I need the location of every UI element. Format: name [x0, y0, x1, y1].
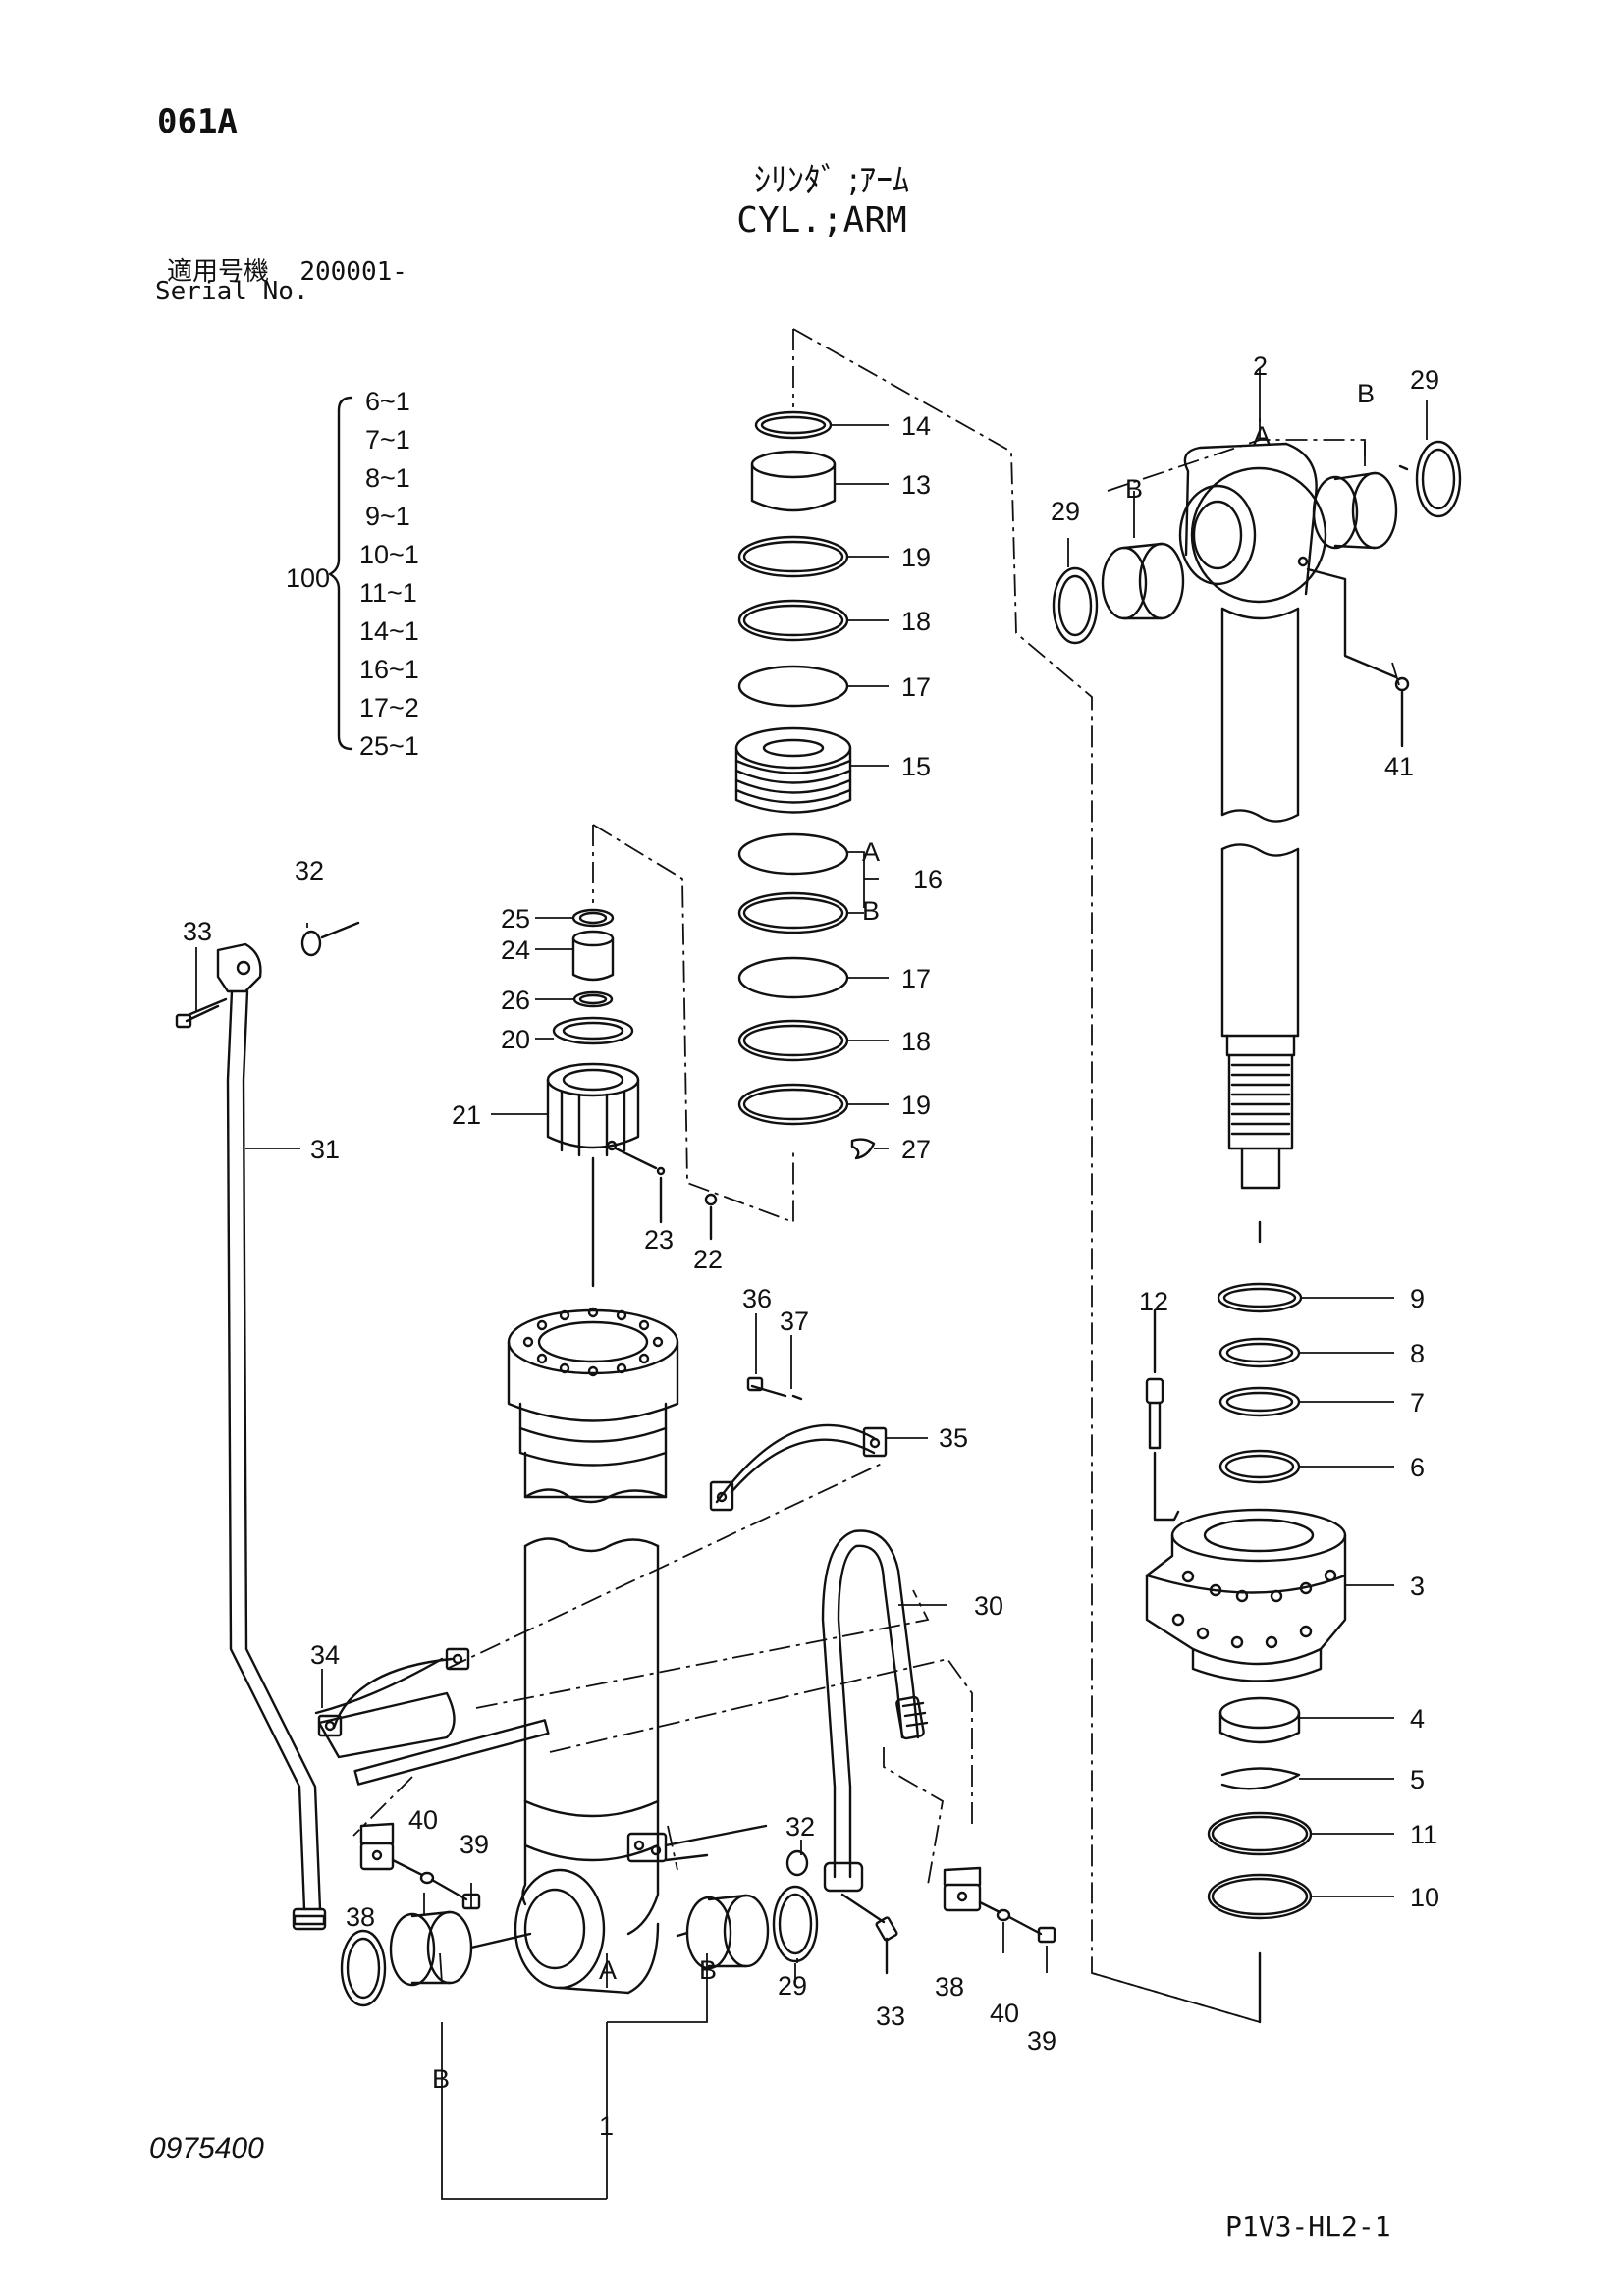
kit-item: 17~2 — [359, 693, 419, 722]
callout-11: 11 — [1410, 1820, 1437, 1849]
pipe-30 — [785, 1529, 929, 1975]
callout-40: 40 — [408, 1805, 438, 1835]
callout-33: 33 — [876, 2002, 905, 2031]
clamp-38-left — [359, 1822, 481, 1910]
callout-12: 12 — [1139, 1287, 1168, 1316]
callout-33: 33 — [183, 917, 212, 946]
callout-16-b: B — [862, 896, 880, 926]
callout-25: 25 — [501, 904, 530, 934]
lower-seals — [1207, 1696, 1313, 2024]
callout-36: 36 — [742, 1284, 772, 1313]
callout-18: 18 — [901, 1027, 931, 1056]
clamp-35 — [709, 1376, 888, 1512]
callout-40: 40 — [990, 1999, 1019, 2028]
bottom-bushings — [340, 1885, 819, 2007]
kit-brace — [328, 396, 353, 751]
callout-17: 17 — [901, 964, 931, 993]
callout-38: 38 — [346, 1902, 375, 1932]
callout-7: 7 — [1410, 1388, 1425, 1417]
kit-item: 25~1 — [359, 731, 419, 761]
callout-3: 3 — [1410, 1572, 1425, 1601]
callout-37: 37 — [780, 1307, 809, 1336]
callout-16-a: A — [862, 837, 880, 867]
callout-27: 27 — [901, 1135, 931, 1164]
rod-eye — [1178, 442, 1327, 817]
page-code: 061A — [157, 102, 238, 141]
callout-17: 17 — [901, 672, 931, 702]
callout-29: 29 — [1051, 497, 1080, 526]
callout-32: 32 — [785, 1812, 815, 1842]
callout-38: 38 — [935, 1972, 964, 2002]
callout-19: 19 — [901, 1091, 931, 1120]
callout-b: B — [432, 2064, 450, 2094]
callout-31: 31 — [310, 1135, 340, 1164]
callout-a: A — [1253, 421, 1271, 451]
callout-9: 9 — [1410, 1284, 1425, 1313]
kit-number: 100 — [286, 563, 330, 593]
sheet-code: P1V3-HL2-1 — [1225, 2211, 1391, 2243]
kit-item: 8~1 — [365, 463, 410, 493]
nut-assembly — [546, 908, 718, 1288]
callout-34: 34 — [310, 1640, 340, 1670]
serial-label-jp: 適用号機 — [167, 257, 270, 287]
callout-21: 21 — [452, 1100, 481, 1130]
gland-seals — [1217, 1220, 1303, 1484]
grease-fitting-41 — [1306, 567, 1410, 748]
callout-35: 35 — [939, 1423, 968, 1453]
piston-rod — [1220, 809, 1300, 1190]
doc-number: 0975400 — [149, 2132, 264, 2164]
kit-item: 6~1 — [365, 387, 410, 416]
callout-4: 4 — [1410, 1704, 1425, 1734]
cylinder-tube — [507, 1307, 679, 1862]
clamp-38-right — [943, 1866, 1056, 1944]
callout-39: 39 — [1027, 2026, 1056, 2056]
callout-16: 16 — [913, 865, 943, 894]
kit-item: 10~1 — [359, 540, 419, 569]
callout-1: 1 — [599, 2111, 614, 2141]
callout-15: 15 — [901, 752, 931, 781]
callout-29: 29 — [778, 1971, 807, 2001]
callout-19: 19 — [901, 543, 931, 572]
callout-23: 23 — [644, 1225, 674, 1255]
callout-b: B — [699, 1955, 717, 1985]
callout-32: 32 — [295, 856, 324, 885]
title-english: CYL.;ARM — [736, 200, 907, 240]
kit-item: 9~1 — [365, 502, 410, 531]
callout-22: 22 — [693, 1245, 723, 1274]
serial-value: 200001- — [299, 257, 407, 287]
callout-5: 5 — [1410, 1765, 1425, 1794]
pipe-31 — [175, 921, 360, 1931]
socket-bolt-12 — [1145, 1308, 1180, 1522]
callout-13: 13 — [901, 470, 931, 500]
callout-26: 26 — [501, 986, 530, 1015]
callout-29: 29 — [1410, 365, 1439, 395]
kit-item: 16~1 — [359, 655, 419, 684]
callout-10: 10 — [1410, 1883, 1439, 1912]
callout-2: 2 — [1253, 351, 1268, 381]
callout-a: A — [599, 1955, 617, 1985]
rod-eye-bushings — [1052, 440, 1462, 645]
callout-8: 8 — [1410, 1339, 1425, 1368]
callout-39: 39 — [460, 1830, 489, 1859]
title-japanese: ｼﾘﾝﾀﾞ ;ｱｰﾑ — [753, 161, 910, 200]
cylinder-bottom-eye — [514, 1824, 768, 1995]
clamp-34 — [314, 1647, 550, 1786]
callout-18: 18 — [901, 607, 931, 636]
callout-41: 41 — [1384, 752, 1414, 781]
callout-30: 30 — [974, 1591, 1003, 1621]
cylinder-head-3 — [1145, 1508, 1347, 1682]
serial-label-en: Serial No. — [155, 277, 309, 306]
callout-b: B — [1357, 379, 1375, 408]
kit-item: 11~1 — [359, 578, 417, 608]
callout-24: 24 — [501, 935, 530, 965]
kit-item: 14~1 — [359, 616, 419, 646]
callout-6: 6 — [1410, 1453, 1425, 1482]
piston-stack — [734, 410, 876, 1160]
callout-20: 20 — [501, 1025, 530, 1054]
kit-item: 7~1 — [365, 425, 410, 454]
serial-applicability: 適用号機 200001- — [167, 251, 407, 288]
callout-b: B — [1125, 474, 1143, 504]
callout-14: 14 — [901, 411, 931, 441]
